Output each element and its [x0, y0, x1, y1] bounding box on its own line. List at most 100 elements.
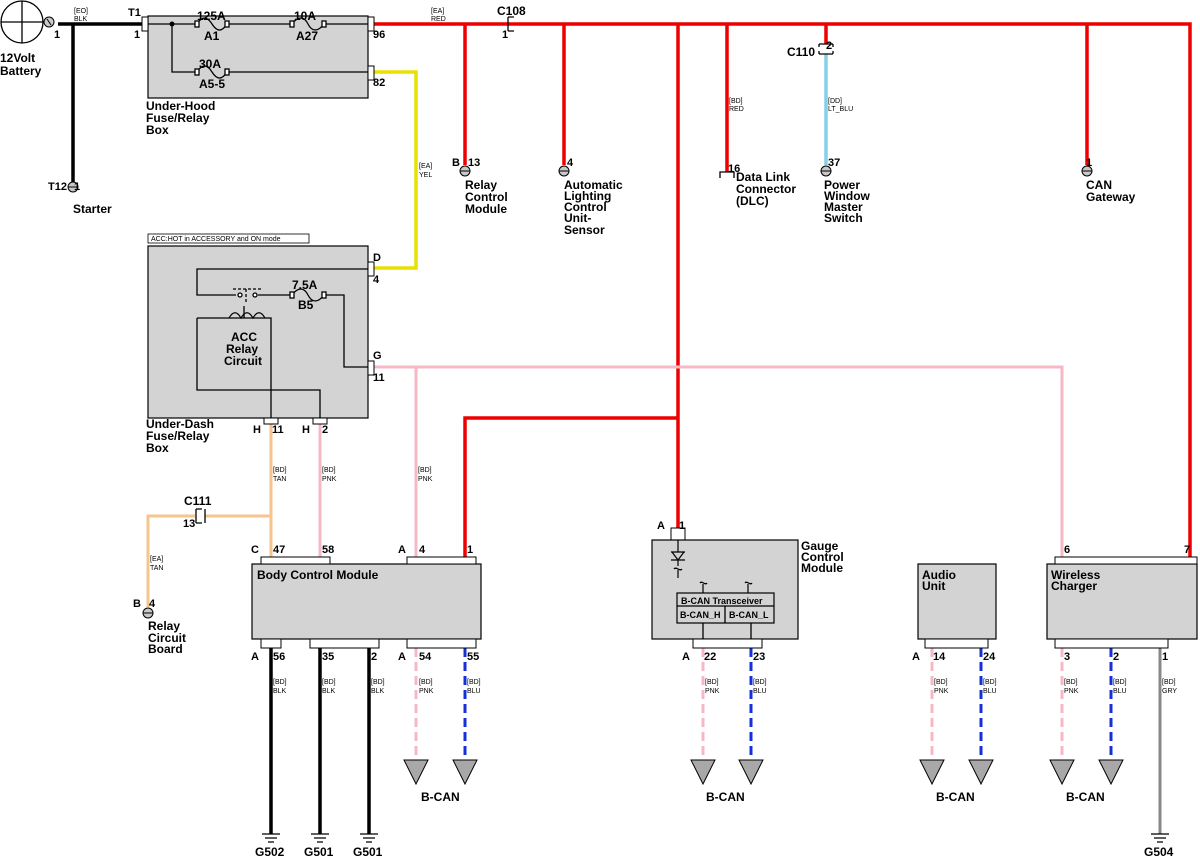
wc-canl-wire-harness: [BD]: [1113, 679, 1127, 686]
can-gateway-pin: 1: [1086, 157, 1092, 169]
dlc-name-1: Data Link: [736, 170, 790, 184]
battery-label-1: 12Volt: [0, 51, 35, 65]
ground-icons: [262, 833, 1169, 843]
g501b-wire-harness: [BD]: [371, 679, 385, 686]
bcm-conn-a-top: [406, 556, 477, 565]
c108-name: C108: [497, 4, 526, 18]
can-gateway-terminal-icon: [1081, 165, 1093, 177]
pwms-name-1: Power: [824, 178, 860, 192]
gauge-pin-22: 22: [704, 651, 716, 663]
ground-g501b: G501: [353, 845, 383, 856]
wc-canh-wire-color: PNK: [1064, 688, 1079, 695]
c111-name: C111: [184, 494, 212, 508]
underdash-box: [147, 245, 369, 419]
relay-board-terminal-icon: [142, 607, 154, 619]
gauge-pin-23: 23: [753, 651, 765, 663]
underdash-name-3: Box: [146, 441, 169, 455]
wc-pin-1: 1: [1162, 651, 1168, 663]
bcm-pin-35: 35: [322, 651, 334, 663]
underdash-pin-g: 11: [373, 372, 385, 384]
gauge-name-2: Control: [801, 550, 844, 564]
tan-wire-harness: [BD]: [273, 467, 287, 474]
tan-wire-color: TAN: [273, 476, 286, 483]
ground-g504: G504: [1144, 845, 1174, 856]
c108-connector-icon: [507, 16, 514, 32]
dlc-wire-harness: [BD]: [729, 98, 743, 105]
bcm-pin-54: 54: [419, 651, 432, 663]
bcm-conn-a-bot1: [260, 638, 282, 649]
underdash-tab-g: [367, 360, 375, 376]
wc-top-conn: [1054, 556, 1198, 565]
audio-conn: A: [912, 651, 920, 663]
relay-board-name-3: Board: [148, 642, 183, 656]
wc-pin-3: 3: [1064, 651, 1070, 663]
wc-canh-wire-harness: [BD]: [1064, 679, 1078, 686]
acc-relay-label-1: ACC: [231, 330, 257, 344]
pwms-pin: 37: [828, 157, 840, 169]
relay-module-pin: 13: [468, 157, 480, 169]
dlc-name-2: Connector: [736, 182, 796, 196]
dlc-name-3: (DLC): [736, 194, 769, 208]
underdash-name-2: Fuse/Relay: [146, 429, 210, 443]
dlc-pin: 16: [728, 163, 740, 175]
gauge-conn-bot: A: [682, 651, 690, 663]
underdash-conn-g: G: [373, 350, 382, 362]
audio-canl-wire-color: BLU: [983, 688, 997, 695]
wc-pin-6: 6: [1064, 544, 1070, 556]
acc-relay-label-2: Relay: [226, 342, 258, 356]
bcm-conn-a-top-label: A: [398, 544, 406, 556]
c110-connector-icon: [818, 43, 834, 55]
wc-bottom-conn: [1054, 638, 1169, 649]
underhood-tab-yel: [367, 65, 375, 81]
auto-light-name-5: Sensor: [564, 223, 605, 237]
bcm-canh-wire-color: PNK: [419, 688, 434, 695]
underhood-box: [147, 15, 369, 99]
batt-wire-harness: [EO]: [74, 8, 88, 15]
wc-gnd-wire-harness: [BD]: [1162, 679, 1176, 686]
yel-wire-color: YEL: [419, 172, 432, 179]
underhood-pin-in: 1: [134, 29, 140, 41]
relay-module-name-2: Control: [465, 190, 508, 204]
bcm-conn-a-bot3: [406, 638, 477, 649]
transceiver-can-h: B-CAN_H: [680, 610, 721, 620]
ground-g501a: G501: [304, 845, 334, 856]
red-main-bus-wire: [374, 22, 1192, 557]
relay-board-name-1: Relay: [148, 619, 180, 633]
wc-gnd-wire-color: GRY: [1162, 688, 1177, 695]
underdash-conn-d: D: [373, 252, 381, 264]
wc-name-2: Charger: [1051, 579, 1097, 593]
relay-board-conn: B: [133, 598, 141, 610]
relay-board-pin: 4: [149, 598, 156, 610]
c108-pin: 1: [502, 29, 508, 41]
underhood-tab-in: [141, 16, 149, 32]
red-wire-harness: [EA]: [431, 8, 444, 15]
underdash-note-box: [147, 233, 310, 244]
fuse-a27-rating: 10A: [294, 9, 316, 23]
relay-module-terminal-icon: [459, 165, 471, 177]
fuse-a27-name: A27: [296, 29, 318, 43]
starter-terminal-icon: [67, 181, 79, 193]
starter-name: Starter: [73, 202, 112, 216]
tan-wire: [146, 424, 273, 607]
auto-light-terminal-icon: [558, 165, 570, 177]
bcm-conn-a-bot2-label: A: [398, 651, 406, 663]
battery-symbol: [0, 0, 55, 44]
bcm-pin-55: 55: [467, 651, 479, 663]
diode-icon: [670, 540, 686, 578]
bcm-canl-wire-color: BLU: [467, 688, 481, 695]
gauge-bottom-conn: [692, 638, 763, 649]
fuse-a5-name: A5-5: [199, 77, 225, 91]
can-gateway-name-1: CAN: [1086, 178, 1112, 192]
starter-pin: 1: [74, 181, 80, 193]
ground-g502: G502: [255, 845, 285, 856]
bcm-pin-1: 1: [467, 544, 473, 556]
bcm-conn-c: [260, 556, 331, 565]
underdash-conn-h1: H: [253, 424, 261, 436]
gauge-pin-top: 1: [679, 520, 685, 532]
c110-pin: 2: [826, 40, 832, 52]
bcan-label-bcm: B-CAN: [421, 790, 460, 804]
audio-canl-wire-harness: [BD]: [983, 679, 997, 686]
gauge-canl-wire-harness: [BD]: [753, 679, 767, 686]
audio-pin-14: 14: [933, 651, 946, 663]
underhood-name-1: Under-Hood: [146, 99, 215, 113]
